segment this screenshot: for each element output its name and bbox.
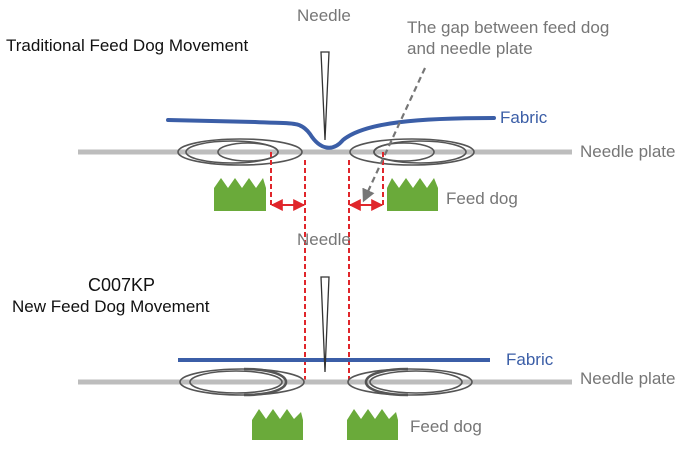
feed-dog-right (347, 409, 398, 440)
thread-loops-left (177, 138, 303, 166)
fabric-line-traditional (166, 116, 496, 150)
feed-dog-label-top: Feed dog (446, 189, 518, 208)
thread-loops-right (347, 367, 473, 397)
gap-annotation-line1: The gap between feed dog (407, 18, 610, 37)
feed-dog-left (252, 409, 303, 440)
traditional-diagram (78, 51, 572, 211)
needle-shape-bottom (320, 276, 330, 373)
thread-loops-right (349, 138, 475, 166)
model-name: C007KP (88, 275, 156, 295)
alignment-guides (304, 160, 350, 383)
feed-dog-left (214, 178, 266, 211)
feed-dog-right (387, 178, 438, 211)
new-title: New Feed Dog Movement (12, 297, 210, 316)
needle-plate-label-top: Needle plate (580, 142, 676, 161)
gap-annotation-arrow (362, 67, 426, 203)
fabric-label-bottom: Fabric (506, 350, 554, 369)
thread-loops-left (179, 367, 305, 397)
traditional-title: Traditional Feed Dog Movement (6, 36, 249, 55)
new-diagram (78, 276, 572, 440)
needle-plate-label-bottom: Needle plate (580, 369, 676, 388)
needle-label-bottom: Needle (297, 230, 351, 249)
needle-label-top: Needle (297, 6, 351, 25)
fabric-label-top: Fabric (500, 108, 548, 127)
feed-dog-label-bottom: Feed dog (410, 417, 482, 436)
gap-annotation-line2: and needle plate (407, 39, 533, 58)
needle-shape-top (320, 51, 330, 141)
